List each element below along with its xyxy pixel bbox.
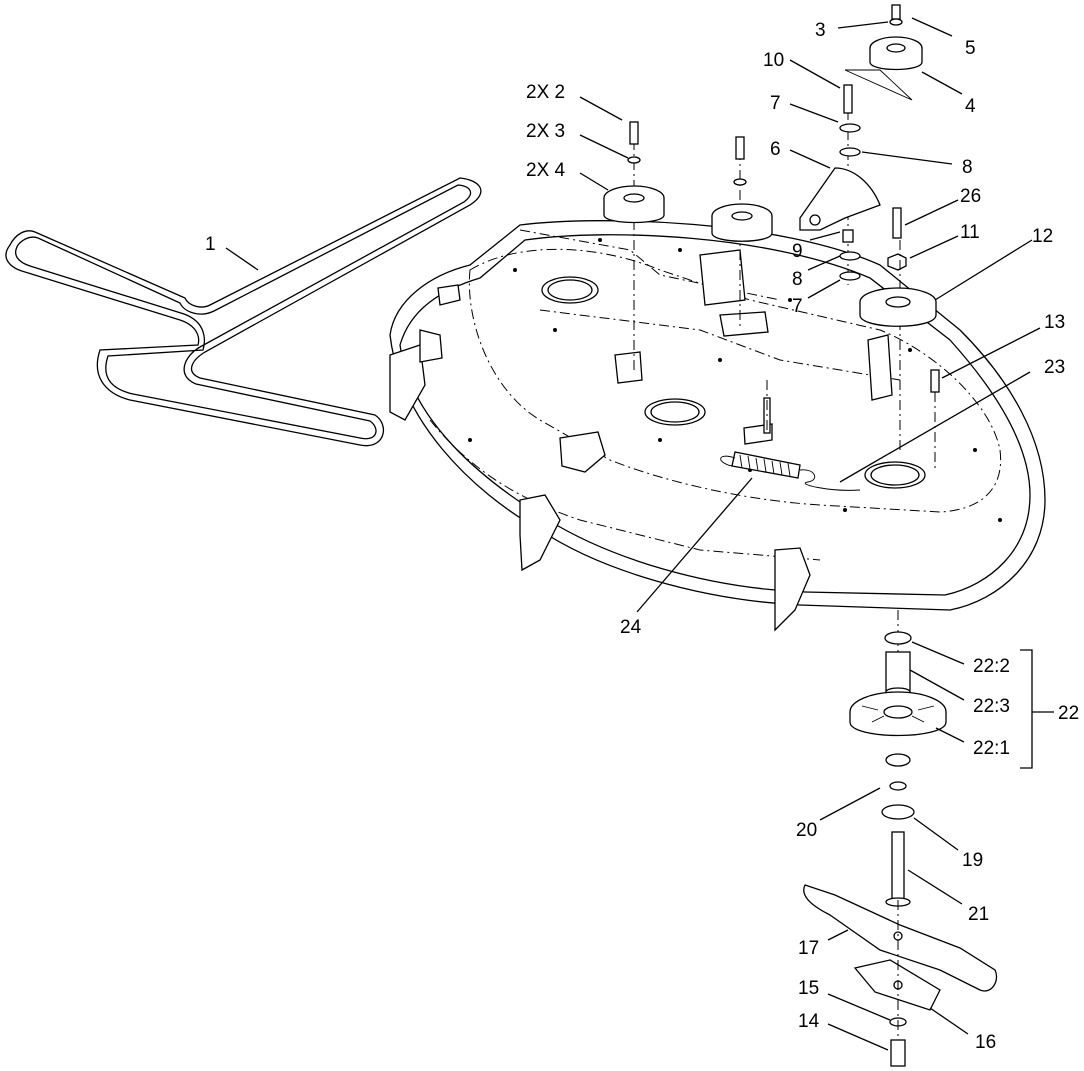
callout-12: 12	[1032, 226, 1053, 247]
callout-19: 19	[962, 850, 983, 871]
callout-9: 9	[792, 241, 803, 262]
callout-26: 26	[960, 186, 981, 207]
callout-16: 16	[975, 1032, 996, 1053]
callout-labels: 1 2X 2 2X 3 2X 4 3 5 4 10 7 6 8 26 9 8 7…	[205, 20, 1079, 1053]
callout-13: 13	[1044, 312, 1065, 333]
callout-22: 22	[1058, 703, 1079, 724]
idler-arm-assembly	[799, 84, 937, 450]
callout-7-top: 7	[770, 93, 781, 114]
callout-3: 3	[815, 20, 826, 41]
callout-14: 14	[798, 1011, 820, 1032]
callout-5: 5	[965, 38, 976, 59]
callout-21: 21	[968, 904, 989, 925]
callout-8-top: 8	[962, 157, 973, 178]
callout-2x3: 2X 3	[526, 121, 565, 142]
deck-mount-brackets	[389, 249, 893, 632]
spindle-assembly	[849, 610, 947, 907]
callout-22-2: 22:2	[973, 656, 1010, 677]
callout-22-1: 22:1	[973, 738, 1010, 759]
spindle-mount-bolt	[930, 369, 940, 470]
callout-15: 15	[798, 978, 819, 999]
callout-23: 23	[1044, 357, 1065, 378]
callout-8-bottom: 8	[792, 269, 803, 290]
callout-7-bottom: 7	[792, 296, 803, 317]
mower-deck	[389, 220, 1046, 611]
callout-11: 11	[960, 222, 980, 243]
extension-spring	[720, 380, 861, 491]
callout-17: 17	[798, 938, 819, 959]
callout-1: 1	[205, 234, 216, 255]
callout-24: 24	[620, 617, 642, 638]
callout-2x2: 2X 2	[526, 82, 565, 103]
callout-4: 4	[965, 96, 976, 117]
idler-pulley-top	[844, 4, 923, 101]
drive-belt	[5, 177, 482, 447]
callout-10: 10	[763, 50, 784, 71]
blade-hardware	[889, 900, 907, 1067]
idler-pulley-middle	[711, 136, 773, 330]
callout-20: 20	[796, 820, 817, 841]
leader-lines	[225, 17, 1054, 1051]
callout-22-3: 22:3	[973, 696, 1010, 717]
callout-2x4: 2X 4	[526, 160, 566, 181]
callout-6: 6	[770, 139, 781, 160]
idler-pulley-left	[603, 121, 665, 370]
